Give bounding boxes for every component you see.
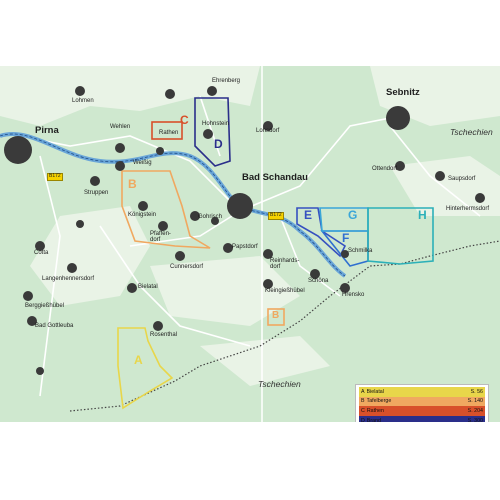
town-pfaffendorf: Pfaffen- dorf [150, 231, 171, 243]
marker-pirna [4, 136, 32, 164]
town-lohsdorf: Lohsdorf [256, 128, 280, 134]
area-outline-a [117, 327, 174, 410]
town-cunnersdorf: Cunnersdorf [170, 264, 204, 270]
town-papstdorf: Papstdorf [232, 244, 258, 250]
area-outline-b-small [267, 308, 285, 326]
area-outline-c [151, 121, 183, 140]
legend-area-name: Bielatal [366, 388, 384, 395]
town-saupsdorf: Saupsdorf [448, 176, 476, 182]
town-weissig: Weißig [133, 160, 152, 166]
area-label-b: B [128, 177, 137, 191]
legend-area-letter: B [361, 398, 365, 405]
town-kleingiesshuebel: Kleingießhübel [265, 288, 305, 294]
town-schoena: Schöna [308, 278, 329, 284]
town-lohmen: Lohmen [72, 98, 94, 104]
legend-area-letter: A [361, 388, 365, 395]
town-bad-schandau: Bad Schandau [242, 172, 308, 183]
town-langenhennersdorf: Langenhennersdorf [42, 276, 95, 282]
town-gohrisch: Gohrisch [198, 214, 223, 220]
area-label-c: C [180, 113, 189, 127]
state-border [69, 240, 500, 412]
marker-bad-schandau [227, 193, 253, 219]
legend-area-letter: D [361, 417, 365, 422]
town-struppen: Struppen [84, 190, 109, 196]
area-outlines [117, 97, 434, 410]
town-rosenthal: Rosenthal [150, 332, 178, 338]
town-hinterhermsdorf: Hinterhermsdorf [446, 206, 490, 212]
area-label-b-small: B [272, 310, 280, 321]
area-label-a: A [134, 353, 143, 367]
area-label-h: H [418, 208, 427, 222]
area-label-f: F [342, 231, 350, 245]
town-ottendorf: Ottendorf [372, 166, 398, 172]
area-label-g: G [348, 208, 358, 222]
town-sebnitz: Sebnitz [386, 87, 420, 98]
road-badge-b172-west: B172 [47, 173, 63, 181]
area-outline-g [319, 207, 369, 232]
legend-area-page: S. 300 [467, 417, 483, 422]
town-ehrenberg: Ehrenberg [212, 78, 241, 84]
legend-area-page: S. 140 [467, 398, 483, 405]
town-cotta: Cotta [34, 250, 49, 256]
area-outline-b [121, 170, 211, 249]
legend-area-letter: C [361, 407, 365, 414]
legend-area-name: Rathen [366, 407, 384, 414]
marker-sebnitz [386, 106, 410, 130]
country-label-bottom: Tschechien [258, 379, 301, 389]
town-koenigstein: Königstein [128, 212, 157, 218]
railway [0, 133, 346, 277]
area-label-e: E [304, 208, 313, 222]
legend-area-name: Brand [366, 417, 381, 422]
area-label-d: D [214, 137, 223, 151]
road-badge-b172-east: B172 [268, 212, 284, 220]
legend-area-page: S. 56 [470, 388, 483, 395]
town-bielatal: Bielatal [138, 284, 158, 290]
map-graphics [0, 66, 500, 422]
town-pirna: Pirna [35, 125, 59, 136]
area-outline-d [194, 97, 231, 167]
legend-area-page: S. 204 [467, 407, 483, 414]
country-label-top: Tschechien [450, 127, 493, 137]
town-berggiesshuebel: Berggießhübel [25, 303, 65, 309]
town-wehlen: Wehlen [110, 124, 131, 130]
legend-area-name: Tafelberge [366, 398, 392, 405]
town-markers [4, 86, 485, 375]
town-bad-gottleuba: Bad Gottleuba [35, 323, 74, 329]
open-land [0, 66, 500, 386]
town-hrensko: Hrensko [342, 292, 365, 298]
town-reinhardtsdorf: Reinhards- dorf [270, 258, 300, 270]
town-hohnstein: Hohnstein [202, 121, 230, 127]
area-outline-h [367, 207, 434, 265]
map-canvas: Pirna Bad Schandau Sebnitz Lohmen Ehrenb… [0, 66, 500, 422]
town-schmilka: Schmilka [348, 248, 373, 254]
town-rathen: Rathen [159, 130, 179, 136]
